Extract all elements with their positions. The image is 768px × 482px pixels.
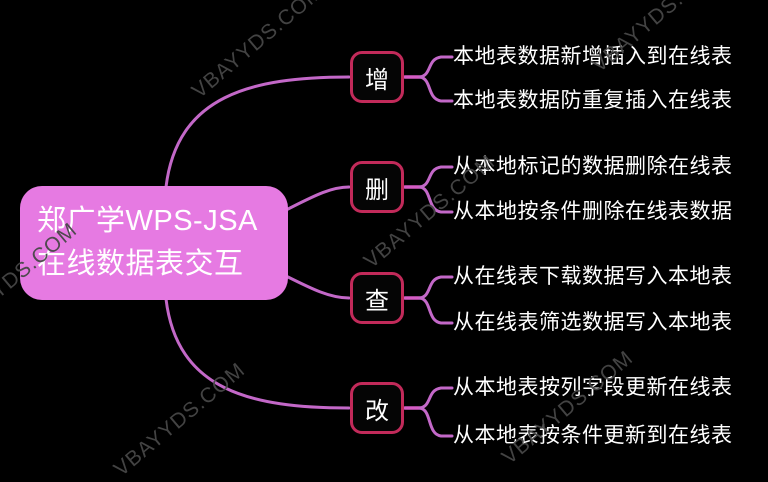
branch-node-query[interactable]: 查 xyxy=(350,272,404,324)
leaf-delete-2[interactable]: 从本地按条件删除在线表数据 xyxy=(453,200,733,223)
brace-add-leaf1 xyxy=(418,55,454,79)
brace-query-leaf1 xyxy=(418,275,454,300)
leaf-query-2[interactable]: 从在线表筛选数据写入本地表 xyxy=(453,311,733,334)
watermark-top-center: VBAYYDS.COM xyxy=(187,0,328,103)
brace-delete-leaf1 xyxy=(418,165,454,189)
brace-add-leaf2 xyxy=(418,75,454,103)
branch-label-query: 查 xyxy=(365,287,389,315)
leaf-modify-1[interactable]: 从本地表按列字段更新在线表 xyxy=(453,376,733,399)
leaf-modify-2[interactable]: 从本地表按条件更新到在线表 xyxy=(453,424,733,447)
brace-query-leaf2 xyxy=(418,296,454,325)
leaf-delete-1[interactable]: 从本地标记的数据删除在线表 xyxy=(453,155,733,178)
branch-node-delete[interactable]: 删 xyxy=(350,161,404,213)
connector-central-to-add xyxy=(164,75,351,189)
watermark-bottom-right: VBAYYDS.COM xyxy=(497,346,638,469)
central-topic-line2: 在线数据表交互 xyxy=(37,248,244,280)
brace-modify-leaf2 xyxy=(418,406,454,438)
leaf-query-1[interactable]: 从在线表下载数据写入本地表 xyxy=(453,265,733,288)
leaf-add-1[interactable]: 本地表数据新增插入到在线表 xyxy=(453,45,733,68)
branch-node-modify[interactable]: 改 xyxy=(350,382,404,434)
connector-central-to-query xyxy=(284,274,351,300)
connector-central-to-delete xyxy=(284,185,351,212)
central-topic-node[interactable]: 郑广学WPS-JSA 在线数据表交互 xyxy=(20,186,288,300)
central-topic-line1: 郑广学WPS-JSA xyxy=(37,204,258,237)
leaf-add-2[interactable]: 本地表数据防重复插入在线表 xyxy=(453,89,733,112)
branch-label-add: 增 xyxy=(365,66,389,94)
connector-central-to-modify xyxy=(164,297,351,410)
brace-modify-leaf1 xyxy=(418,386,454,410)
watermark-bottom-left: VBAYYDS.COM xyxy=(109,358,250,481)
branch-label-delete: 删 xyxy=(365,176,389,204)
branch-label-modify: 改 xyxy=(365,397,389,425)
brace-delete-leaf2 xyxy=(418,185,454,214)
branch-node-add[interactable]: 增 xyxy=(350,51,404,103)
